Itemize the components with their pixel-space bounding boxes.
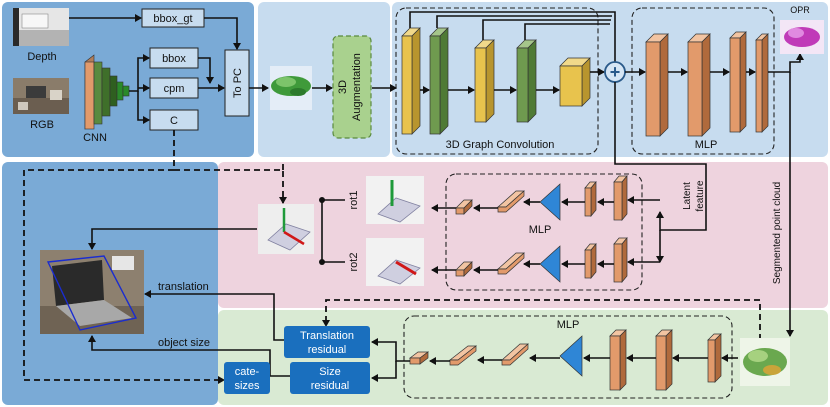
- gcn-group: [395, 7, 599, 155]
- augmentation-label-line2: Augmentation: [351, 53, 363, 121]
- latent-label-line1: Latent: [682, 182, 693, 210]
- cate-sizes-line1: cate-: [235, 366, 260, 378]
- rotation-mlp-blocks: [455, 175, 628, 283]
- residual-mlp-label: MLP: [557, 319, 580, 331]
- residual-mlp-arrows: [371, 338, 738, 382]
- gcn-label: 3D Graph Convolution: [446, 139, 555, 151]
- cnn-label: CNN: [83, 132, 107, 144]
- latent-feature-line: [614, 82, 707, 263]
- translation-residual-line1: Translation: [300, 330, 354, 342]
- result-image: [40, 250, 144, 334]
- sum-symbol: +: [610, 62, 621, 82]
- gcn-blocks: [401, 27, 591, 135]
- rotation-mlp-group: [445, 173, 643, 291]
- augmentation-box: [332, 35, 372, 139]
- segmented-cloud-thumbnail: [740, 338, 790, 386]
- size-residual-line1: Size: [319, 366, 340, 378]
- residual-mlp-blocks: [408, 329, 722, 391]
- gcn-arrows: [409, 11, 616, 94]
- cate-sizes-line2: sizes: [234, 380, 260, 392]
- size-residual-line2: residual: [311, 380, 350, 392]
- cnn-block: [84, 54, 130, 130]
- c-label: C: [170, 115, 178, 127]
- rotation-mlp-arrows: [431, 196, 660, 274]
- object-size-label: object size: [158, 337, 210, 349]
- rot2-dot: [319, 259, 325, 265]
- bbox-gt-label: bbox_gt: [153, 13, 192, 25]
- translation-label: translation: [158, 281, 209, 293]
- translation-residual-line2: residual: [308, 344, 347, 356]
- rot1-image: [366, 176, 424, 224]
- rot1-dot: [319, 197, 325, 203]
- output-arrows: [88, 228, 290, 377]
- mlp-top-label: MLP: [695, 139, 718, 151]
- rot2-image: [366, 238, 424, 286]
- cpm-label: cpm: [164, 83, 185, 95]
- residual-mlp-group: [403, 315, 733, 399]
- to-pc-box: [224, 49, 250, 117]
- depth-label: Depth: [27, 51, 56, 63]
- to-pc-label: To PC: [232, 68, 244, 98]
- opr-thumbnail: [780, 20, 824, 54]
- mlp-top-arrows: [625, 53, 804, 76]
- rot2-label: rot2: [348, 253, 360, 272]
- bbox-label: bbox: [162, 53, 186, 65]
- segmented-label: Segmented point cloud: [772, 182, 783, 284]
- input-arrows: [69, 14, 397, 124]
- category-dashed-path: [23, 130, 761, 384]
- augmentation-label-line1: 3D: [337, 80, 349, 94]
- rgb-label: RGB: [30, 119, 54, 131]
- point-cloud-thumbnail: [270, 66, 312, 110]
- latent-label-line2: feature: [695, 180, 706, 212]
- rotation-merge: [321, 199, 345, 263]
- rgb-image: [13, 78, 69, 114]
- rot1-label: rot1: [348, 191, 360, 210]
- residual-panel: [218, 310, 828, 405]
- mlp-top-group: [631, 7, 775, 155]
- depth-image: [13, 8, 69, 46]
- rotation-merged-image: [258, 204, 314, 254]
- cate-sizes-box: [224, 362, 270, 394]
- size-residual-box: [290, 362, 370, 394]
- opr-label: OPR: [790, 5, 810, 15]
- mlp-top-blocks: [645, 31, 769, 137]
- translation-residual-box: [284, 326, 370, 358]
- rotation-mlp-label: MLP: [529, 224, 552, 236]
